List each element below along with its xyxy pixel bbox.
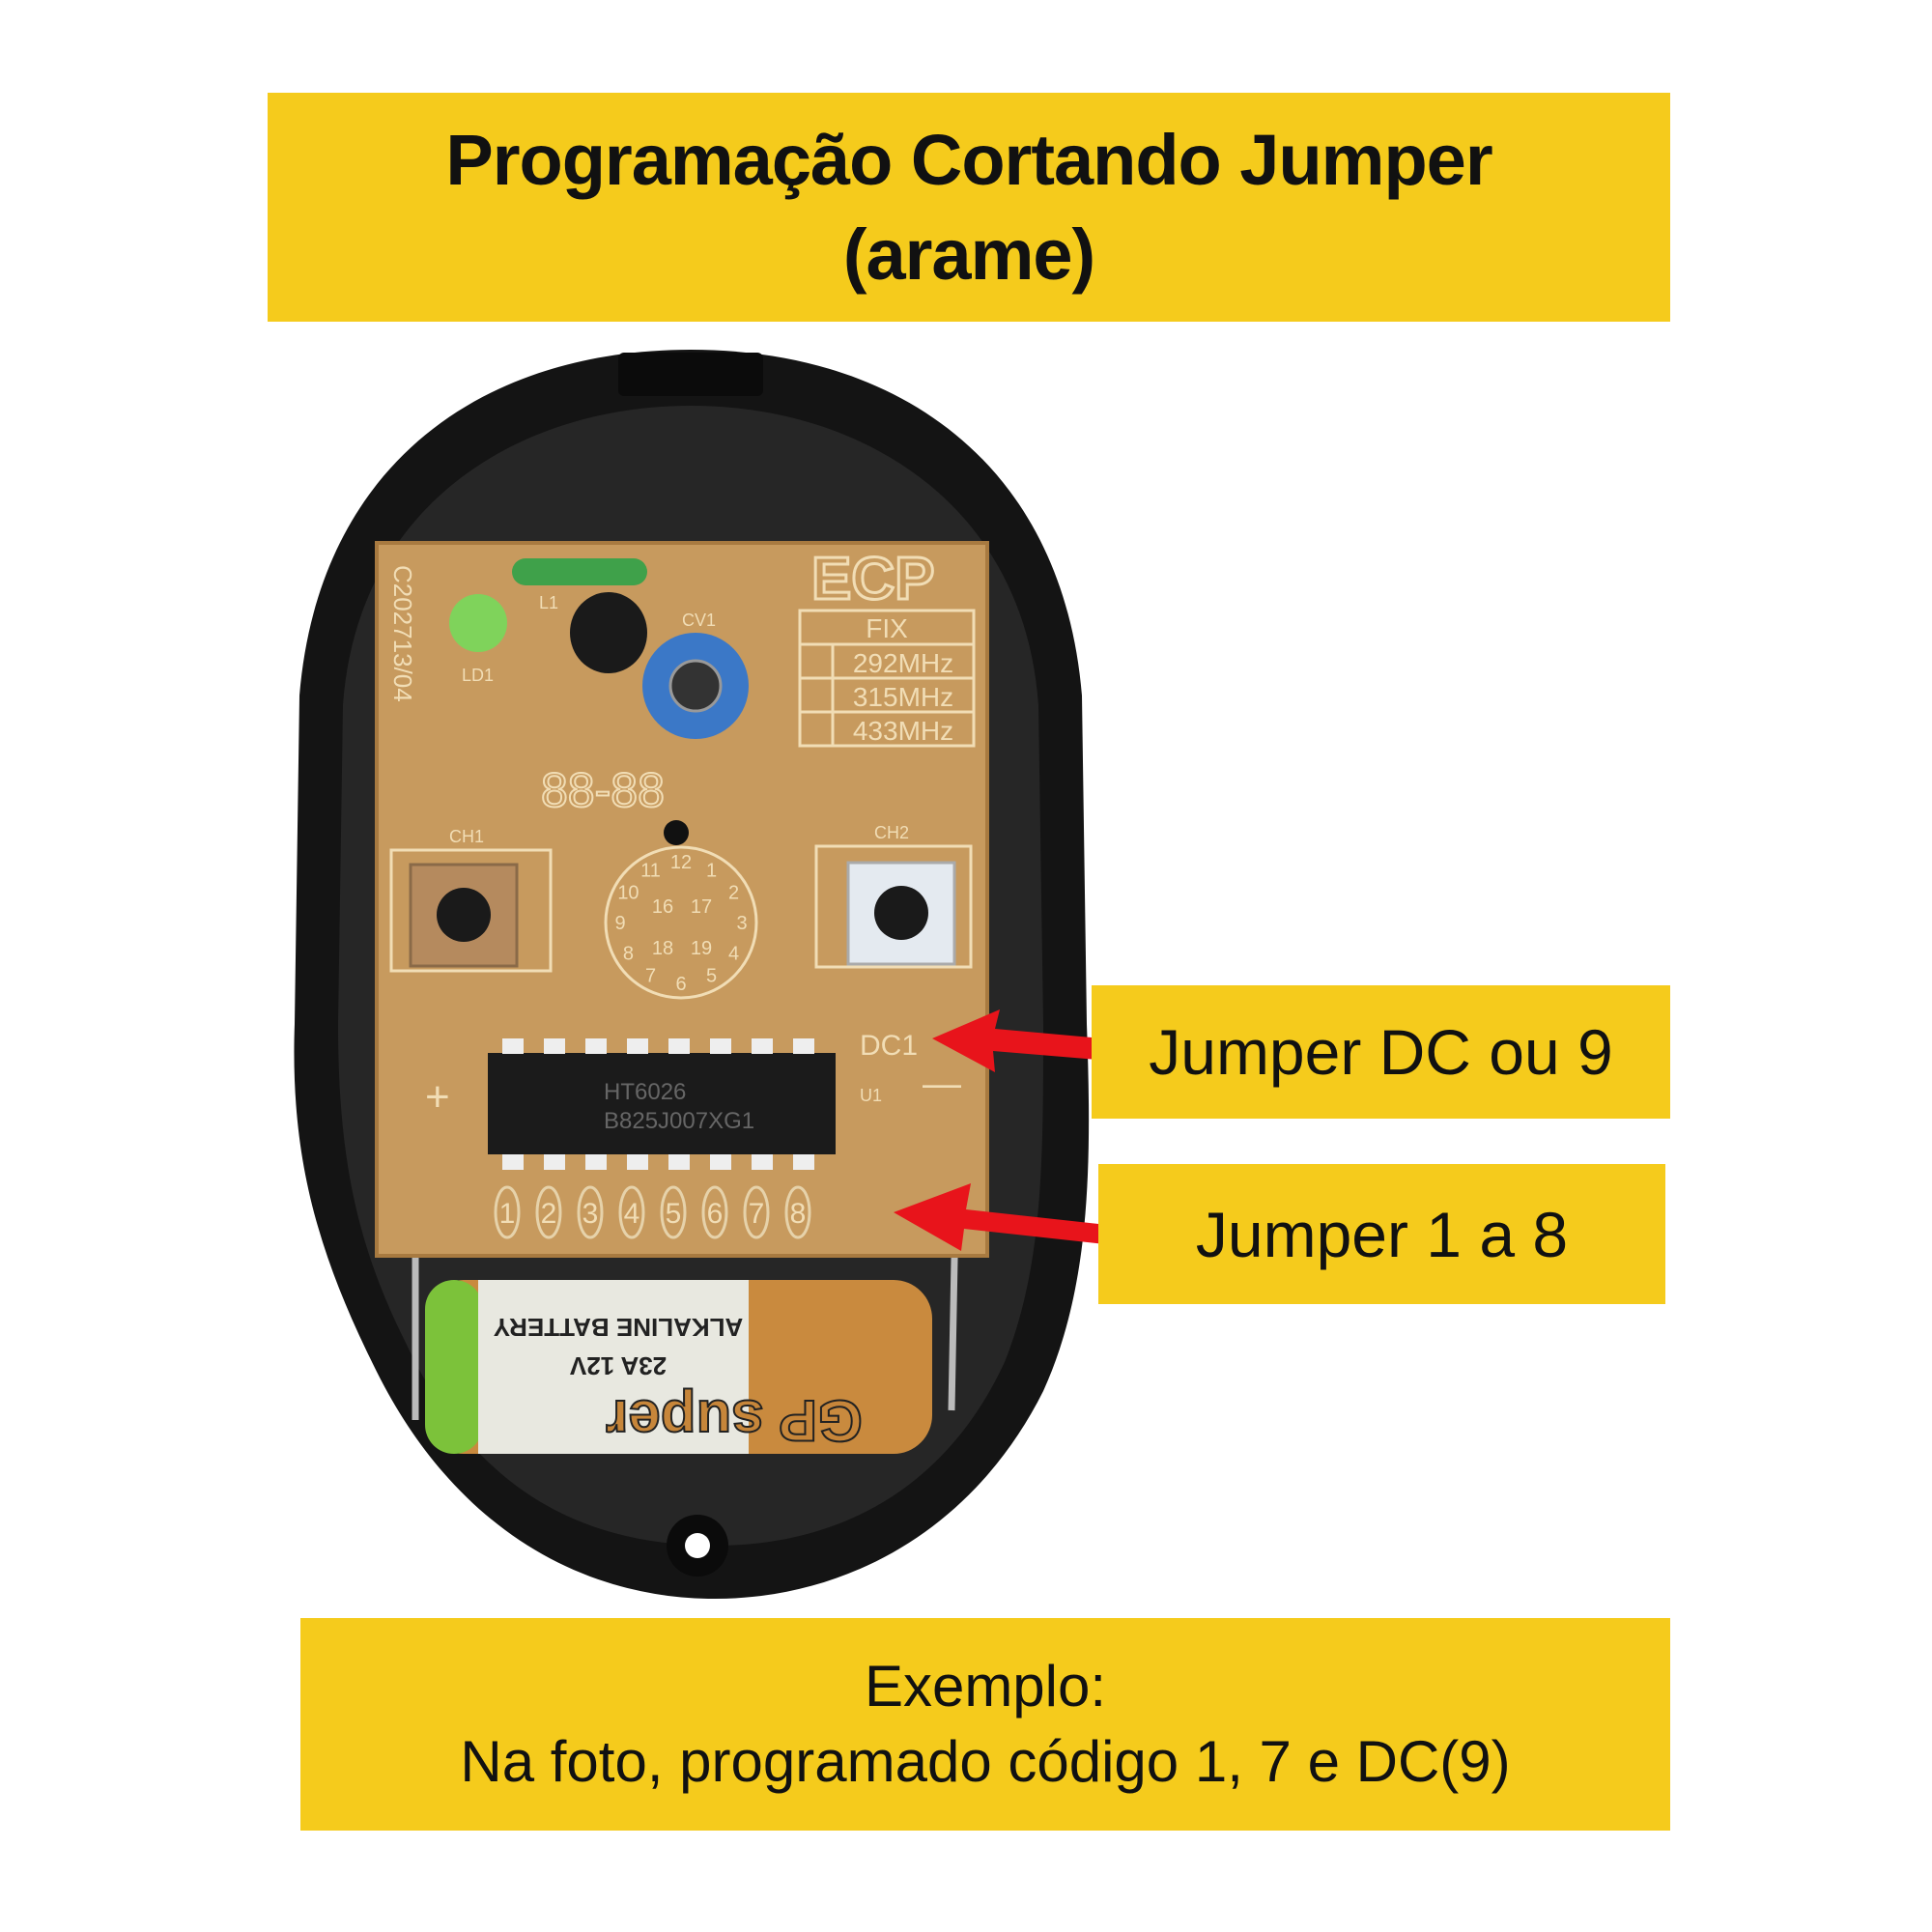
jumper-range-callout: Jumper 1 a 8 [1098,1164,1665,1304]
freq-header: FIX [866,613,908,643]
transistor [570,592,647,673]
jumper-3 [577,1185,604,1239]
example-heading: Exemplo: [864,1654,1107,1719]
dial-number: 11 [640,860,661,881]
title-line-2: (arame) [842,213,1095,295]
chip-pin [544,1154,565,1170]
jumper-2 [535,1185,562,1239]
jumper-4 [618,1185,645,1239]
plus-label: + [425,1073,450,1121]
dial-number: 19 [691,938,712,959]
dial-number: 12 [670,852,692,873]
chip-pin [585,1038,607,1054]
chip-pin [585,1154,607,1170]
inductor-label: L1 [539,593,558,612]
chip-pin [544,1038,565,1054]
ch1-button[interactable] [409,863,519,968]
dial-number: 7 [645,966,656,987]
jumper-number: 5 [666,1198,682,1230]
chip-model: HT6026 [604,1079,686,1105]
jumper-number: 2 [541,1198,557,1230]
jumper-number: 4 [624,1198,640,1230]
jumper-number: 3 [582,1198,599,1230]
jumper-range-text: Jumper 1 a 8 [1195,1198,1569,1270]
jumper-dc-callout: Jumper DC ou 9 [1092,985,1670,1119]
battery-spec: 23A 12V [569,1351,667,1380]
ch2-button[interactable] [846,861,956,966]
frequency-table [798,609,976,748]
chip-pin [793,1038,814,1054]
example-banner: Exemplo: Na foto, programado código 1, 7… [300,1618,1670,1831]
ch2-label: CH2 [874,823,909,842]
chip-pin [710,1038,731,1054]
case-clip [618,353,763,396]
chip-pin [752,1154,773,1170]
jumper-number: 6 [707,1198,724,1230]
dial-number: 17 [691,896,712,918]
chip-pin [793,1154,814,1170]
dial-number: 1 [706,860,717,881]
ch1-label: CH1 [449,827,484,846]
chip-pin [668,1038,690,1054]
dial-number: 16 [652,896,673,918]
jumper-7 [743,1185,770,1239]
dial-number: 8 [623,944,634,965]
chip-pin [627,1154,648,1170]
dial-number: 6 [675,974,686,995]
chip-pin [668,1154,690,1170]
freq-315: 315MHz [853,682,953,712]
title-banner: Programação Cortando Jumper (arame) [268,93,1670,322]
led-label: LD1 [462,666,494,685]
u1-label: U1 [860,1086,882,1105]
chip-pin [752,1038,773,1054]
chip-pin [502,1154,524,1170]
chip-pin [710,1154,731,1170]
ht6026-chip [488,1053,836,1154]
battery: ALKALINE BATTERY 23A 12V GP super [425,1280,932,1454]
code-dial [604,845,758,1000]
battery-brand: GP super [606,1388,863,1453]
jumper-1 [494,1185,521,1239]
trimmer-label: CV1 [682,611,716,630]
jumper-number: 7 [749,1198,765,1230]
dial-number: 3 [736,913,747,934]
arrow-dc [932,1009,1135,1072]
dial-number: 4 [728,944,739,965]
freq-433: 433MHz [853,716,953,746]
jumper-number: 1 [499,1198,516,1230]
chip-code: B825J007XG1 [604,1108,754,1134]
jumper-5 [660,1185,687,1239]
freq-292: 292MHz [853,648,953,678]
jumper-number: 8 [790,1198,807,1230]
board-code: C202713/04 [388,565,417,702]
battery-type: ALKALINE BATTERY [494,1313,744,1342]
dial-number: 2 [728,883,739,904]
chip-pin [502,1038,524,1054]
segment-display-print: 88-88 [541,763,665,817]
jumper-6 [701,1185,728,1239]
keyring-hole-center [685,1533,710,1558]
title-line-1: Programação Cortando Jumper [445,119,1492,200]
dial-number: 5 [706,966,717,987]
example-description: Na foto, programado código 1, 7 e DC(9) [460,1729,1511,1794]
dc-jumper-label: DC1 [860,1030,918,1062]
pcb: C202713/04 LD1 L1 CV1 ECP FIX 292MHz 315… [375,541,989,1258]
jumper-dc-text: Jumper DC ou 9 [1149,1016,1613,1088]
led [449,594,507,652]
jumper-8 [784,1185,811,1239]
dial-number: 18 [652,938,673,959]
ecp-logo: ECP [811,546,934,612]
minus-label: — [923,1063,961,1105]
chip-pin [627,1038,648,1054]
dial-number: 9 [614,913,625,934]
dial-number: 10 [617,883,639,904]
inductor [512,558,647,585]
